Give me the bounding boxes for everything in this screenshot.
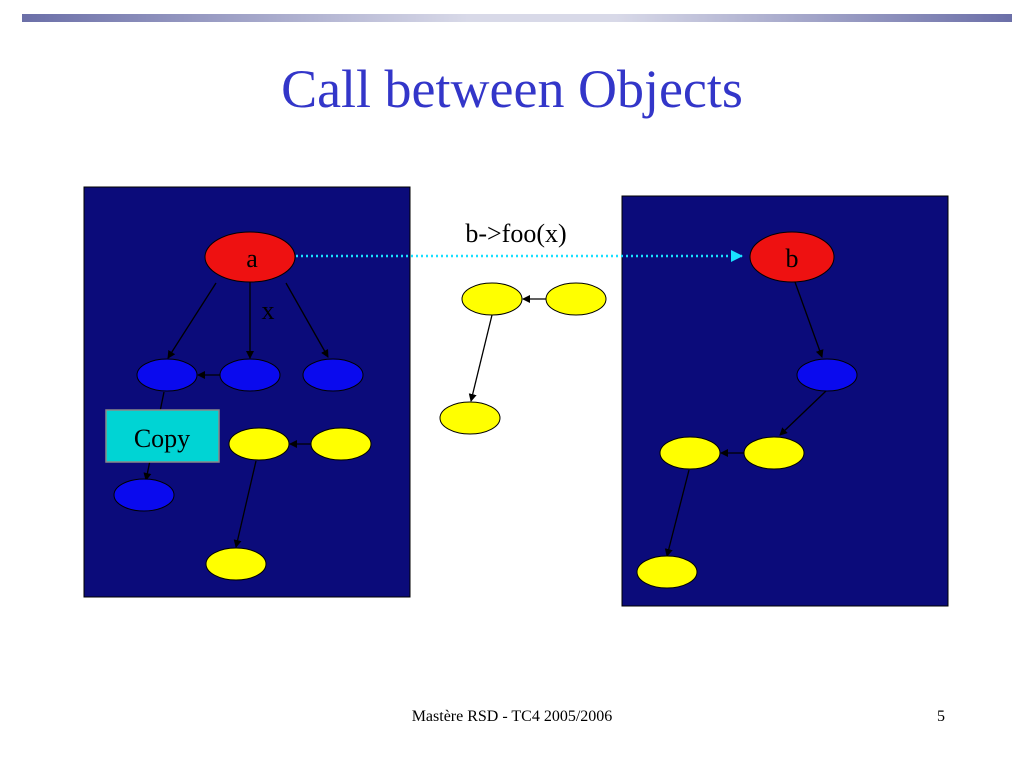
copy-box xyxy=(105,409,220,463)
object-blue-2 xyxy=(219,358,281,392)
object-right-blue xyxy=(796,358,858,392)
object-b xyxy=(749,231,835,283)
object-mid-yellow-3 xyxy=(439,401,501,435)
label-node-a: a xyxy=(246,244,258,273)
label-call: b->foo(x) xyxy=(465,219,566,248)
object-right-yellow-3 xyxy=(636,555,698,589)
object-yellow-1 xyxy=(228,427,290,461)
object-yellow-2 xyxy=(310,427,372,461)
object-right-yellow-1 xyxy=(659,436,721,470)
page-number: 5 xyxy=(937,708,945,725)
slide-footer: Mastère RSD - TC4 2005/2006 xyxy=(411,708,613,725)
object-blue-3 xyxy=(302,358,364,392)
slide-title: Call between Objects xyxy=(281,59,743,119)
edge-a-to-blue-3 xyxy=(285,282,329,358)
object-blue-1 xyxy=(136,358,198,392)
object-mid-yellow-2 xyxy=(545,282,607,316)
label-param-x: x xyxy=(262,296,275,325)
label-copy: Copy xyxy=(134,424,190,453)
top-accent-bar xyxy=(22,14,1012,22)
object-mid-yellow-1 xyxy=(461,282,523,316)
edge-right-yellow-1-to-yellow-3 xyxy=(664,469,690,557)
edge-a-to-blue-1 xyxy=(167,282,217,359)
object-right-yellow-2 xyxy=(743,436,805,470)
label-node-b: b xyxy=(786,244,799,273)
object-yellow-3 xyxy=(205,547,267,581)
edge-mid-yellow-1-to-yellow-3 xyxy=(468,314,493,402)
object-blue-copy xyxy=(113,478,175,512)
edge-yellow-1-to-yellow-3 xyxy=(233,460,257,548)
edge-b-to-blue xyxy=(794,281,824,358)
object-a xyxy=(204,231,296,283)
edge-blue-to-yellow-2 xyxy=(779,390,827,436)
